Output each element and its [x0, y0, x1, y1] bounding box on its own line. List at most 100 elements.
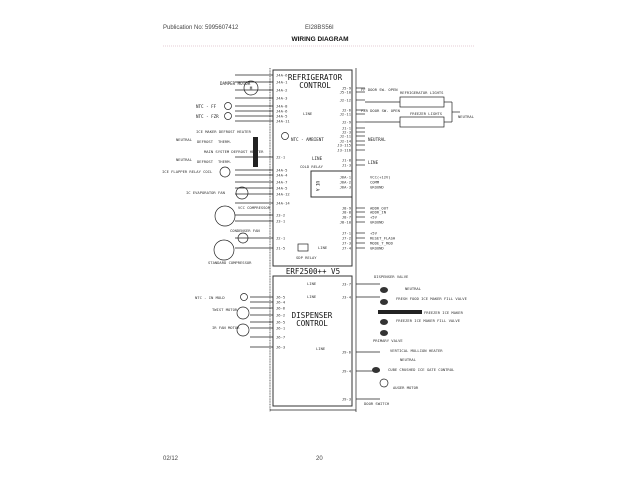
ice-gate-control-label: CUBE CRUSHED ICE GATE CONTROL — [388, 367, 455, 372]
pin-label: J8-9 — [342, 206, 352, 211]
dispenser-control-title: DISPENSER — [292, 311, 333, 320]
pin-label: J7-3 — [342, 241, 351, 246]
freezer-lights-label: FREEZER LIGHTS — [410, 111, 443, 116]
publication-number: Publication No: 5995607412 — [163, 25, 239, 31]
evaporator-fan-label: IC EVAPORATOR FAN — [186, 190, 226, 195]
condenser-fan-motor-icon — [237, 232, 249, 244]
pin-label: J2-6 — [342, 108, 352, 113]
ir-fan-motor-icon — [236, 323, 250, 337]
signal-labels: VCC(+12V)COMMGROUNDADDR_OUTADDR_IN+5VGRO… — [370, 175, 396, 251]
heater-bus — [253, 137, 258, 167]
pin-label: J2-12 — [340, 98, 351, 103]
signal-label: +5V — [370, 215, 378, 220]
pin-label: J8-8 — [342, 210, 352, 215]
board-outline — [269, 68, 357, 412]
ff-fill-valve-label: FRESH FOOD ICE MAKER FILL VALVE — [396, 296, 468, 301]
pin-label: J2-3 — [342, 130, 351, 135]
relay-label: COLD RELAY — [300, 164, 324, 169]
ice-flapper-label: ICE FLAPPER RELAY COIL — [162, 169, 213, 174]
pin-label: J4A-6 — [276, 73, 288, 78]
pin-label: J6-2 — [276, 313, 285, 318]
ntc-fzr-label: NTC - FZR — [196, 114, 219, 119]
damper-motor-label: DAMPER MOTOR — [220, 81, 251, 86]
valve-icons — [372, 287, 388, 373]
line-label: LINE — [318, 245, 328, 250]
line-label: LINE — [368, 160, 379, 165]
dispenser-control-subtitle: CONTROL — [296, 319, 328, 328]
pin-label: J1-5 — [276, 246, 285, 251]
pin-label: J4A-5 — [276, 168, 287, 173]
pin-label: J8-7 — [342, 215, 351, 220]
neutral-label: NEUTRAL — [176, 137, 193, 142]
neutral-label: NEUTRAL — [458, 114, 475, 119]
freezer-lights-icon — [399, 116, 445, 128]
main-defrost-heater-label: MAIN SYSTEM DEFROST HEATER — [204, 149, 264, 154]
flapper-coil-icon — [219, 166, 231, 178]
pin-label: J6A-3 — [340, 185, 351, 190]
neutral-label: NEUTRAL — [400, 357, 417, 362]
signal-label: COMM — [370, 180, 380, 185]
therm-label: THERM. — [218, 139, 232, 144]
signal-label: GROUND — [370, 220, 384, 225]
refrigerator-lights-icon — [399, 96, 445, 108]
defrost-label: DEFROST — [197, 139, 214, 144]
motor-symbol: M — [250, 86, 253, 91]
signal-label: VCC(+12V) — [370, 175, 391, 180]
pin-label: J1-8 — [342, 158, 352, 163]
relay-icon — [297, 243, 309, 252]
pin-label: J1-1 — [342, 126, 352, 131]
pin-label: J4A-7 — [276, 180, 287, 185]
pin-label: J3-116 — [337, 148, 351, 153]
footer-date: 02/12 — [163, 456, 179, 462]
signal-label: GROUND — [370, 185, 384, 190]
pin-label: J6-4 — [276, 300, 286, 305]
ntc-ambient-label: NTC - AMBIENT — [291, 137, 324, 142]
pin-label: J4A-3 — [276, 96, 287, 101]
line-label: LINE — [316, 346, 326, 351]
pin-label: J2-11 — [340, 134, 352, 139]
ntc-in-mold-label: NTC - IN MOLD — [195, 295, 225, 300]
pin-label: J4A-11 — [276, 119, 290, 124]
ff-door-switch-label: FF DOOR SW. OPEN — [361, 87, 398, 92]
pin-label: J4A-5 — [276, 114, 287, 119]
signal-label: MODE_T_MOD — [370, 241, 394, 246]
door-switch-label: DOOR SWITCH — [364, 401, 390, 406]
pin-label: J4A-1 — [276, 80, 288, 85]
ui-label: UI A — [315, 181, 320, 192]
pin-label: J6-3 — [276, 345, 285, 350]
auger-motor-icon — [379, 378, 389, 388]
pin-label: J6-5 — [276, 320, 285, 325]
refrigerator-control-title: REFRIGERATOR — [288, 73, 343, 82]
fzr-fill-valve-label: FREEZER ICE MAKER FILL VALVE — [396, 318, 461, 323]
pin-label: J6-5 — [276, 295, 285, 300]
pin-label: J6-6 — [276, 306, 286, 311]
condenser-fan-label: CONDENSER FAN — [230, 228, 260, 233]
pin-label: J2-9 — [342, 120, 352, 125]
pin-label: J9-6 — [342, 350, 352, 355]
mullion-heater-label: VERTICAL MULLION HEATER — [390, 348, 443, 353]
pin-label: J4A-2 — [276, 88, 287, 93]
ambient-thermistor-icon — [281, 132, 289, 140]
pin-label: J9-3 — [342, 397, 351, 402]
pin-label: J9-4 — [342, 369, 352, 374]
primary-valve-label: PRIMARY VALVE — [373, 338, 403, 343]
line-label: LINE — [307, 294, 317, 299]
signal-label: GROUND — [370, 246, 384, 251]
pin-labels: J4A-6J4A-1J4A-2J4A-3J4A-8J4A-6J4A-5J4A-1… — [276, 73, 352, 402]
pin-label: J4A-8 — [276, 104, 288, 109]
freezer-ice-maker-bus — [378, 310, 422, 314]
ntc-ff-label: NTC - FF — [196, 104, 217, 109]
pin-label: J4A-14 — [276, 201, 290, 206]
neutral-label: NEUTRAL — [176, 157, 193, 162]
in-mold-thermistor-icon — [240, 293, 248, 301]
line-label: LINE — [307, 281, 317, 286]
pin-label: J3-2 — [276, 213, 285, 218]
pin-label: J5-10 — [340, 90, 352, 95]
signal-label: ADDR_OUT — [370, 206, 389, 211]
pin-label: J7-2 — [342, 236, 351, 241]
pin-label: J4A-4 — [276, 173, 288, 178]
standard-compressor-label: STANDARD COMPRESSOR — [208, 260, 252, 265]
wires — [235, 74, 460, 400]
pin-label: J4A-5 — [276, 186, 287, 191]
fzr-door-switch-label: FZR DOOR SW. OPEN — [361, 108, 401, 113]
